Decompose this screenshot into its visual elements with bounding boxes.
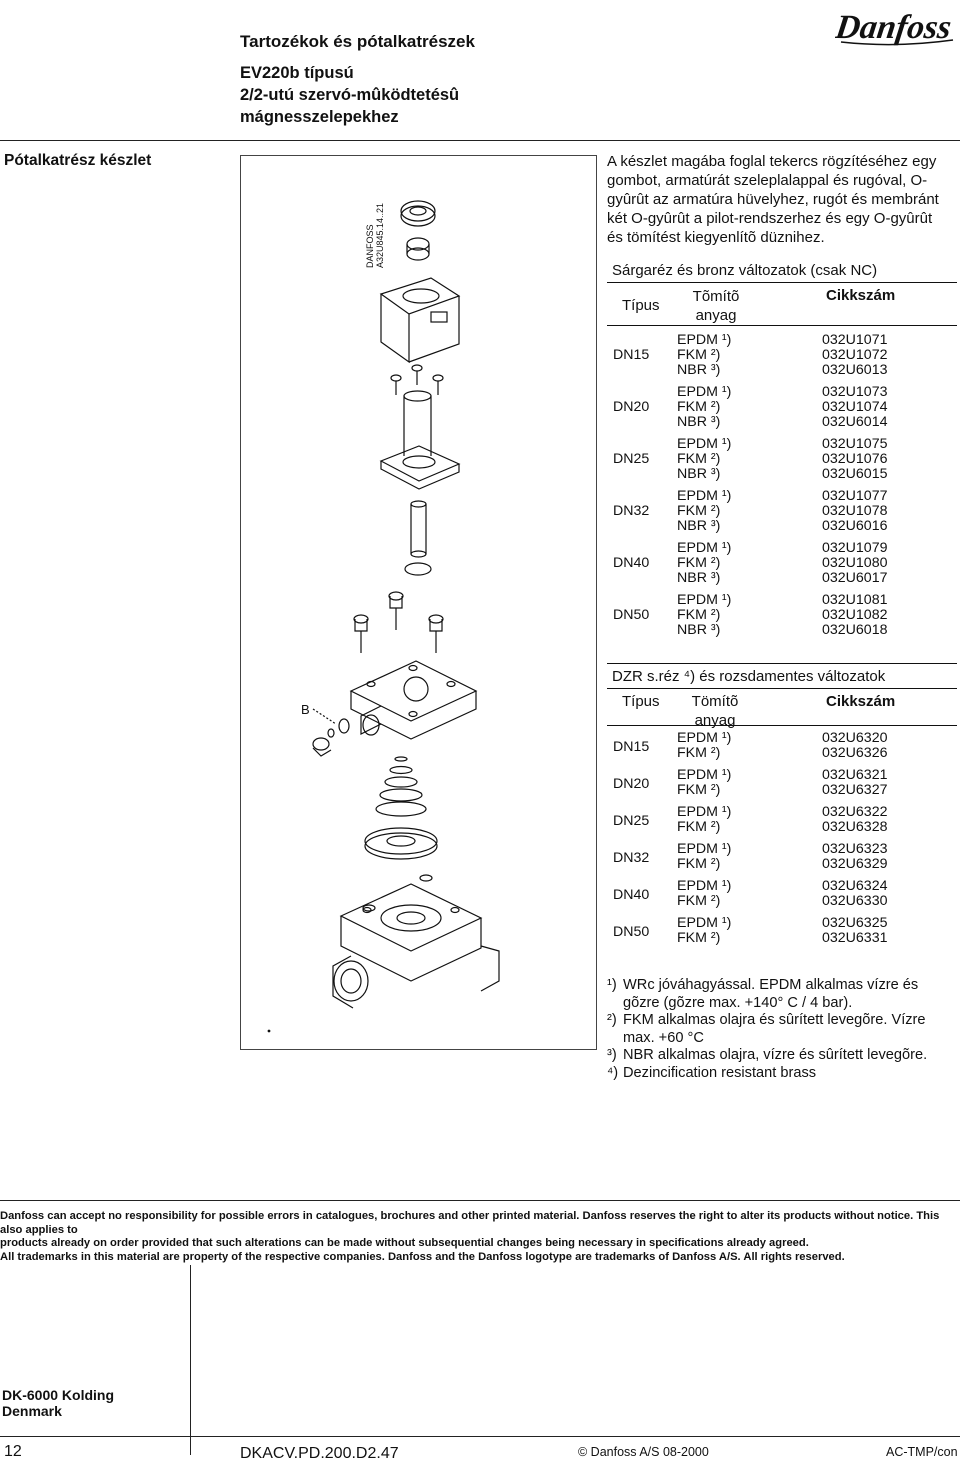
footer-divider [0, 1200, 960, 1201]
table-rule [607, 282, 957, 283]
footnote: ⁴) Dezincification resistant brass [607, 1064, 817, 1081]
logo-text: Danfoss [835, 9, 953, 46]
table-cell-type: DN25 [613, 813, 650, 829]
table-title: DZR s.réz ⁴) és rozsdamentes változatok [612, 668, 886, 685]
table-cell-type: DN32 [613, 503, 650, 519]
description-line: és tömítést kiegyenlítõ düznihez. [607, 229, 825, 246]
table-cell-type: DN20 [613, 399, 650, 415]
description-line: két O-gyûrût a pilot-rendszerhez és egy … [607, 210, 933, 227]
table-cell-type: DN32 [613, 850, 650, 866]
table-cell-type: DN40 [613, 887, 650, 903]
footnote: ³) NBR alkalmas olajra, vízre és sûrítet… [607, 1047, 928, 1063]
table-cell-type: DN25 [613, 451, 650, 467]
page-number: 12 [4, 1443, 22, 1460]
table-cell-type: DN50 [613, 607, 650, 623]
section-title: Pótalkatrész készlet [4, 152, 152, 169]
footnote: ¹) WRc jóváhagyással. EPDM alkalmas vízr… [607, 977, 919, 1011]
kit-description: A készlet magába foglal tekercs rögzítés… [607, 152, 957, 247]
column-header-type: Típus [622, 693, 660, 710]
table-cell-seal: EPDM ¹)FKM ²)NBR ³) [677, 332, 732, 378]
document-code: DKACV.PD.200.D2.47 [240, 1445, 399, 1462]
table-cell-type: DN50 [613, 924, 650, 940]
subtitle-line: mágnesszelepekhez [240, 108, 399, 126]
table-cell-seal: EPDM ¹)FKM ²)NBR ³) [677, 384, 732, 430]
description-line: gyûrût az armatúra hüvelyhez, rugót és m… [607, 191, 939, 208]
table-cell-type: DN15 [613, 347, 650, 363]
footnotes: ¹) WRc jóváhagyással. EPDM alkalmas vízr… [607, 977, 957, 1082]
table-cell-seal: EPDM ¹)FKM ²) [677, 841, 732, 872]
header-divider [0, 140, 960, 141]
footer-bottom-divider [0, 1436, 960, 1437]
page-subtitle: EV220b típusú 2/2-utú szervó-mûködtetésû… [240, 62, 459, 128]
svg-text:B: B [301, 702, 310, 717]
table-cell-type: DN15 [613, 739, 650, 755]
svg-text:DANFOSS: DANFOSS [365, 224, 375, 268]
column-header-code: Cikkszám [826, 693, 896, 710]
copyright: © Danfoss A/S 08-2000 [578, 1445, 709, 1459]
disclaimer: Danfoss can accept no responsibility for… [0, 1210, 960, 1264]
table-cell-seal: EPDM ¹)FKM ²) [677, 767, 732, 798]
footnote: ²) FKM alkalmas olajra és sûrített leveg… [607, 1012, 926, 1046]
description-line: gombot, armatúrát szeleplalappal és rugó… [607, 172, 928, 189]
page-title: Tartozékok és pótalkatrészek [240, 32, 475, 51]
table-cell-seal: EPDM ¹)FKM ²) [677, 804, 732, 835]
subtitle-line: 2/2-utú szervó-mûködtetésû [240, 86, 460, 104]
reference-code: AC-TMP/con [886, 1445, 958, 1459]
table-cell-seal: EPDM ¹)FKM ²) [677, 878, 732, 909]
column-header-type: Típus [622, 297, 660, 314]
table-rule [607, 725, 957, 726]
table-cell-seal: EPDM ¹)FKM ²)NBR ³) [677, 592, 732, 638]
company-address: DK-6000 Kolding Denmark [2, 1387, 115, 1419]
table-cell-seal: EPDM ¹)FKM ²)NBR ³) [677, 436, 732, 482]
danfoss-logo: Danfoss [835, 9, 953, 46]
column-header-code: Cikkszám [826, 287, 896, 304]
table-cell-type: DN40 [613, 555, 650, 571]
subtitle-line: EV220b típusú [240, 64, 354, 82]
footer-vertical-rule [190, 1265, 191, 1455]
table-cell-seal: EPDM ¹)FKM ²)NBR ³) [677, 488, 732, 534]
table-cell-seal: EPDM ¹)FKM ²) [677, 915, 732, 946]
svg-text:A32U845.14..21: A32U845.14..21 [375, 203, 385, 268]
description-line: A készlet magába foglal tekercs rögzítés… [607, 153, 937, 170]
exploded-view-drawing: DANFOSS A32U845.14..21 [267, 200, 500, 1033]
table-rule [607, 663, 957, 664]
disclaimer-line: products already on order provided that … [0, 1237, 809, 1249]
disclaimer-line: Danfoss can accept no responsibility for… [0, 1210, 940, 1236]
table-rule [607, 688, 957, 689]
disclaimer-line: All trademarks in this material are prop… [0, 1250, 845, 1263]
exploded-view-diagram: DANFOSS A32U845.14..21 [240, 155, 597, 1050]
table-cell-seal: EPDM ¹)FKM ²) [677, 730, 732, 761]
table-rule [607, 325, 957, 326]
table-cell-type: DN20 [613, 776, 650, 792]
table-cell-seal: EPDM ¹)FKM ²)NBR ³) [677, 540, 732, 586]
table-title: Sárgaréz és bronz változatok (csak NC) [612, 262, 878, 279]
